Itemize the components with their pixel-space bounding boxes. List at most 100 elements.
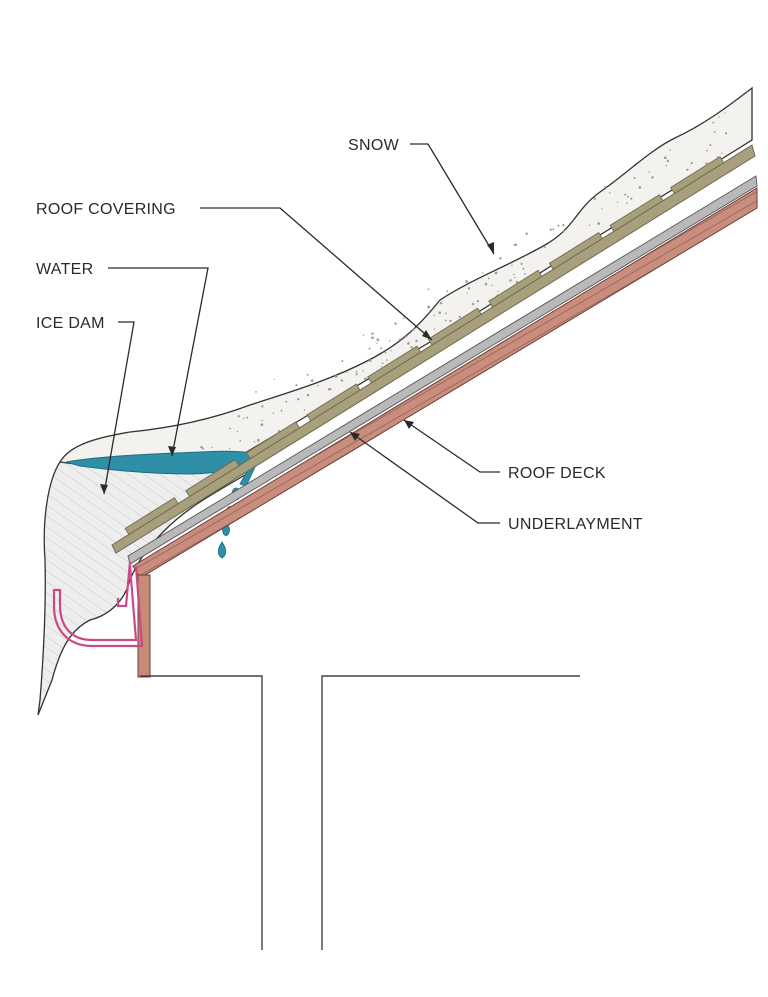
leader-roof-deck [403,419,500,473]
fascia-board [137,574,151,678]
snow-speckle [491,284,493,287]
snow-speckle [633,177,636,180]
leader-ice-dam [103,321,135,495]
snow-speckle [601,208,603,210]
snow-speckle [412,328,415,331]
snow-speckle [394,322,397,325]
snow-speckle [371,332,374,335]
snow-speckle [438,311,442,315]
snow-speckle [511,264,513,266]
snow-speckle [593,197,596,200]
snow-speckle [243,417,245,420]
snow-speckle [706,149,708,152]
shingle-tab [306,383,361,422]
snow-speckle [597,222,601,225]
snow-speckle [376,342,378,344]
snow-speckle [552,228,555,231]
leader-underlayment [349,431,500,524]
label-snow: SNOW [348,137,400,154]
snow-speckle [381,362,384,365]
snow-speckle [327,387,331,391]
snow-speckle [549,228,552,231]
snow-speckle [246,416,249,419]
arrowhead-roof-deck [404,420,414,429]
snow-speckle [362,334,365,336]
shingle-tab [124,497,179,536]
underlayment [127,175,758,565]
snow-speckle [562,224,565,227]
snow-speckle [342,380,344,382]
roof-deck [132,187,758,579]
snow-speckle [427,288,430,291]
snow-speckle [355,371,358,373]
snow-speckle [690,161,693,165]
snow-speckle [626,202,628,204]
snow-speckle [261,405,264,408]
snow-speckle [439,301,443,305]
shingle-tab [670,156,725,195]
label-water: WATER [36,261,94,278]
snow-speckle [285,400,288,403]
snow-speckle [255,391,257,393]
snow-speckle [371,336,374,340]
snow-speckle [364,377,367,381]
snow-speckle [669,149,671,151]
leader-lines [100,143,500,524]
snow-speckle [253,441,256,443]
snow-speckle [407,342,410,345]
snow-speckle [709,144,712,147]
snow-speckle [686,168,689,171]
label-roof-deck: ROOF DECK [508,465,606,482]
snow-speckle [724,132,728,135]
snow-speckle [562,229,565,233]
snow-speckle [624,193,627,196]
snow-speckle [355,373,358,376]
snow-speckle [514,243,518,246]
snow-speckle [484,282,488,286]
arrowhead-roof-covering [422,330,432,340]
snow-speckle [272,412,275,414]
shingle-tab [245,421,301,460]
snow-speckle [334,375,338,378]
snow-speckle [666,159,670,163]
snow-speckle [445,312,447,315]
snow-speckle [497,290,499,293]
snow-speckle [280,409,283,412]
snow-speckle [444,319,447,322]
snow-speckle [721,152,723,154]
snow-speckle [481,272,484,274]
snow-speckle [261,419,263,422]
shingle-tabs [124,156,725,536]
snow-speckle [665,164,668,167]
label-roof-covering: ROOF COVERING [36,201,176,218]
arrowhead-water [168,446,176,456]
snow-speckle [458,315,461,319]
snow-speckle [608,192,611,194]
snow-speckle [525,232,528,235]
snow-speckle [362,370,364,372]
snow-speckle [630,197,633,200]
snow-speckle [201,447,205,450]
snow-speckle [386,359,388,361]
snow-speckle [330,388,332,390]
snow-speckle [433,314,436,317]
gutter [52,561,144,648]
snow-speckle [627,195,629,198]
snow-speckle [306,393,310,397]
snow-speckle [513,244,515,246]
snow-speckle [310,379,314,382]
snow-speckle [303,409,306,411]
snow-speckle [705,162,708,165]
snow-speckle [384,352,387,354]
snow-speckle [724,112,726,114]
snow-speckle [716,156,719,158]
snow-speckle [465,280,468,283]
shingle-tab [609,194,664,233]
snow-speckle [648,171,650,173]
snow-speckle [211,446,213,449]
snow-speckle [297,398,300,401]
snow-speckle [446,290,449,293]
snow-speckle [663,156,667,160]
leader-roof-covering [200,207,433,341]
